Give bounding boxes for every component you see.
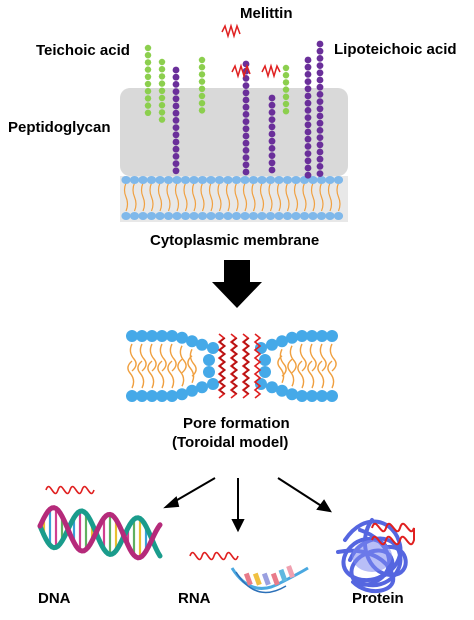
label-toroidal-model: (Toroidal model) (172, 434, 288, 451)
label-dna: DNA (38, 590, 71, 607)
label-teichoic-acid: Teichoic acid (36, 42, 130, 59)
melittin-on-rna (189, 551, 239, 561)
rna-icon (230, 565, 309, 594)
label-peptidoglycan: Peptidoglycan (8, 119, 111, 136)
peptidoglycan-layer (120, 88, 348, 176)
label-cytoplasmic-membrane: Cytoplasmic membrane (150, 232, 319, 249)
label-lipoteichoic-acid: Lipoteichoic acid (334, 41, 457, 58)
melittin-peptides-top (221, 23, 281, 79)
dna-helix-icon (37, 505, 163, 561)
cytoplasmic-membrane (120, 176, 348, 222)
teichoic-acid-chains (144, 44, 290, 123)
label-rna: RNA (178, 590, 211, 607)
label-melittin: Melittin (240, 5, 293, 22)
down-arrow-icon (212, 260, 262, 308)
pore-membrane (126, 330, 338, 402)
protein-icon (336, 518, 408, 594)
label-pore-formation: Pore formation (183, 415, 290, 432)
label-protein: Protein (352, 590, 404, 607)
melittin-on-protein (371, 522, 415, 546)
melittin-on-dna (45, 485, 95, 495)
branch-arrows (163, 477, 332, 533)
